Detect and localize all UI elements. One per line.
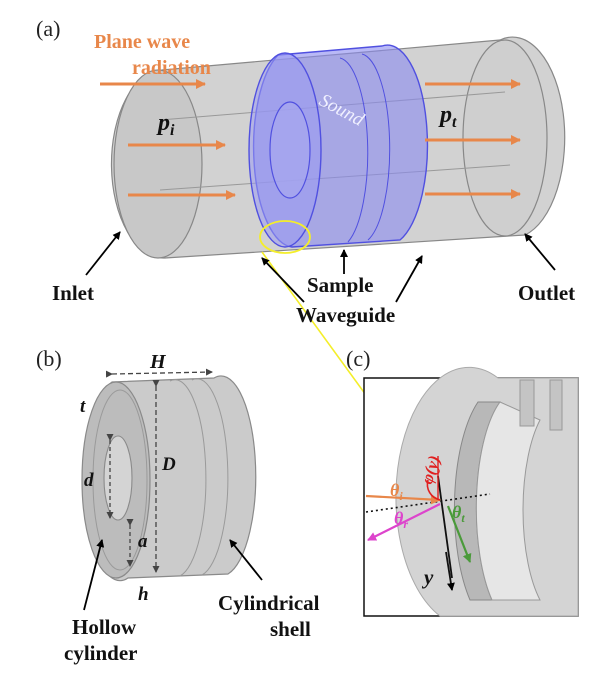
shell-ring-1 xyxy=(169,379,207,577)
y-axis-arrow xyxy=(445,551,455,591)
incident-ray xyxy=(365,494,441,505)
sample-ring-1 xyxy=(339,57,369,243)
zoom-hollow-interior xyxy=(475,401,541,601)
theta-t-label: θt xyxy=(452,502,465,525)
inlet-face xyxy=(113,69,203,259)
theta-i-label: θi xyxy=(390,480,403,503)
dim-H-label: H xyxy=(149,351,167,373)
reflected-ray xyxy=(367,503,441,541)
dim-h-label: h xyxy=(138,584,149,605)
radiation-label-line2: radiation xyxy=(132,57,211,79)
dim-d-label: d xyxy=(84,470,94,491)
zoom-circle xyxy=(259,220,311,254)
transmitted-ray xyxy=(446,505,472,563)
waveguide-label: Waveguide xyxy=(296,303,395,327)
radiation-label-line1: Plane wave xyxy=(94,31,190,53)
outlet-label: Outlet xyxy=(518,281,575,305)
p-incident-label: pi xyxy=(156,110,175,139)
hollow-cylinder-shape xyxy=(103,435,133,521)
p-transmitted-label: pt xyxy=(438,102,457,131)
sample-hollow-cylinder xyxy=(269,101,311,199)
dim-D-label: D xyxy=(161,454,176,475)
panel-a-tag: (a) xyxy=(36,16,60,41)
outlet-pointer xyxy=(524,233,556,271)
waveguide-pointer-right xyxy=(395,255,423,303)
unit-cell-inner-face xyxy=(92,389,148,571)
waveguide-pointer-left xyxy=(261,257,305,303)
sample-label: Sample xyxy=(307,273,374,297)
inlet-label: Inlet xyxy=(52,281,94,305)
dim-a-label: a xyxy=(138,531,148,552)
panel-c-tag: (c) xyxy=(346,346,370,371)
dim-t-label: t xyxy=(80,396,86,417)
hollow-cylinder-label-line2: cylinder xyxy=(64,641,138,665)
normal-line xyxy=(365,493,491,513)
inlet-pointer xyxy=(85,231,121,276)
panel-a: (a) Sound Plane wave radiation pi pt Inl… xyxy=(36,16,575,447)
shell-ring-2 xyxy=(191,378,229,576)
outlet-face xyxy=(462,39,548,237)
zoom-slot-2 xyxy=(549,379,563,431)
y-label: y xyxy=(421,565,434,589)
shell-label-line2: shell xyxy=(270,617,311,641)
interface-line xyxy=(437,475,453,579)
shell-pointer xyxy=(229,539,263,581)
sample-ring-2 xyxy=(361,53,391,241)
panel-b-tag: (b) xyxy=(36,346,62,371)
dim-H-line xyxy=(105,368,213,378)
zoom-slot xyxy=(519,379,535,427)
hollow-cylinder-label-line1: Hollow xyxy=(72,615,137,639)
theta-r-label: θr xyxy=(394,508,408,531)
shell-label-line1: Cylindrical xyxy=(218,591,320,615)
hollow-cylinder-pointer xyxy=(83,539,105,611)
panel-b: (b) H D d a t h Hollow cylinder Cylindri… xyxy=(36,346,320,665)
panel-c: (c) θi θr θt φ(y) y xyxy=(346,346,579,617)
